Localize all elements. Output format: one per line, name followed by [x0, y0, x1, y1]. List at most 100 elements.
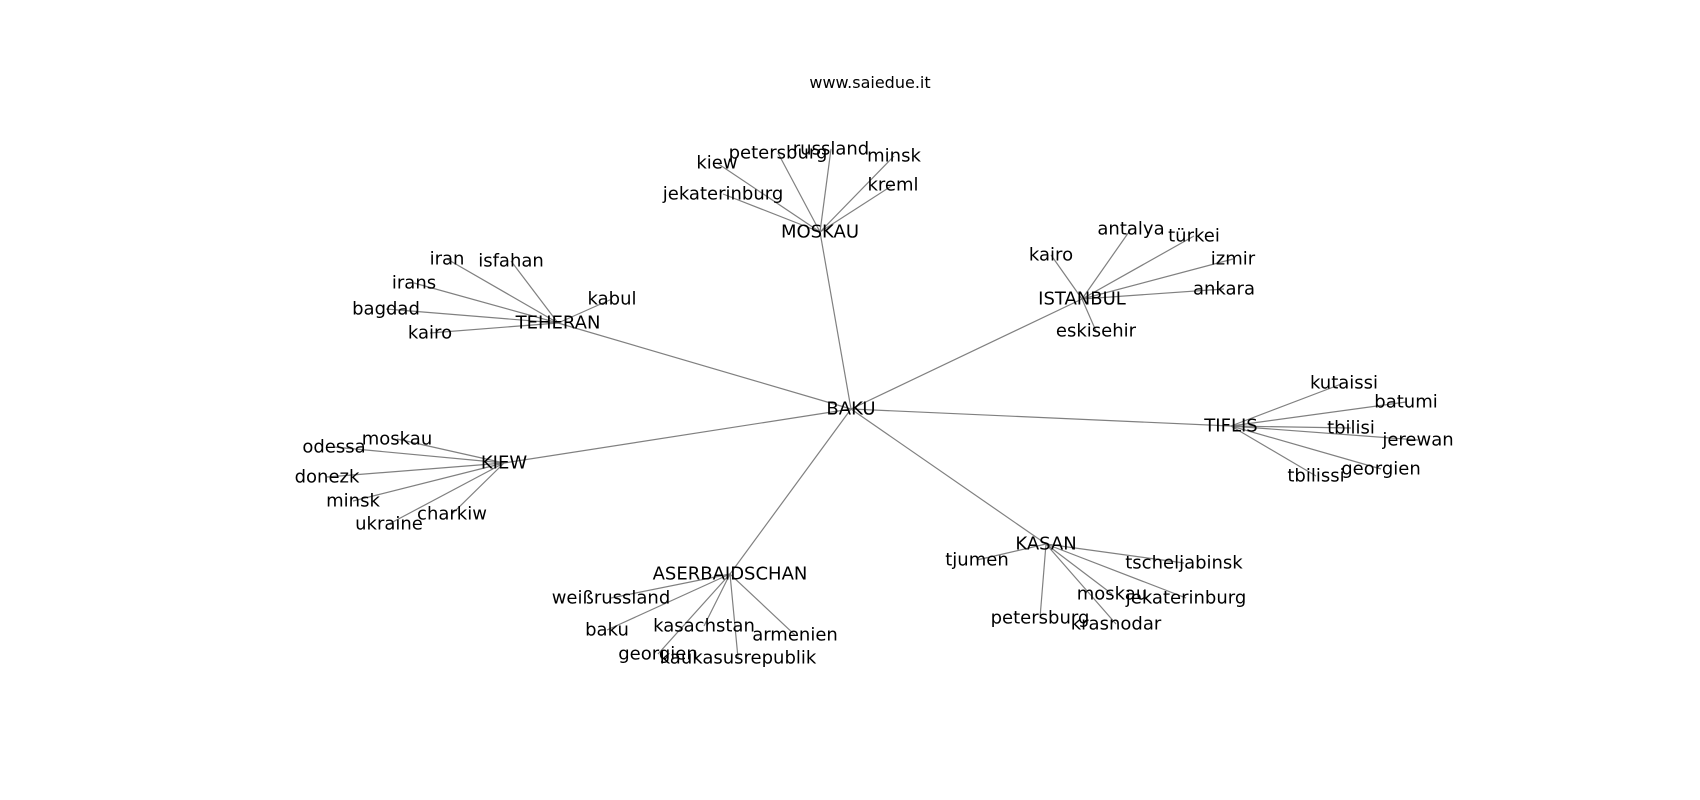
- site-watermark: www.saiedue.it: [809, 73, 930, 92]
- node-hub-moskau: MOSKAU: [781, 222, 859, 243]
- edge-teheran-kairo: [429, 322, 559, 334]
- edge-aserbaidschan-weissrussland: [610, 573, 731, 599]
- edge-moskau-petersburg: [777, 152, 821, 233]
- edge-layer: [326, 148, 1419, 659]
- edge-baku-tiflis: [850, 408, 1232, 427]
- node-leaf-moskau-russland: russland: [793, 139, 869, 160]
- node-hub-aserbaidschan: ASERBAIDSCHAN: [653, 564, 808, 585]
- edge-aserbaidschan-baku: [606, 573, 731, 631]
- edge-tiflis-jerewan: [1230, 425, 1419, 441]
- edge-aserbaidschan-kasachstan: [703, 573, 731, 627]
- node-root: BAKU: [826, 399, 875, 420]
- edge-moskau-kreml: [819, 184, 894, 233]
- edge-istanbul-ankara: [1081, 288, 1225, 300]
- node-leaf-tiflis-georgien: georgien: [1341, 459, 1421, 480]
- node-leaf-teheran-kabul: kabul: [588, 289, 637, 310]
- edge-kiew-donezk: [326, 462, 505, 478]
- node-leaf-kasan-moskau: moskau: [1077, 584, 1147, 605]
- node-leaf-moskau-minsk: minsk: [867, 146, 921, 167]
- node-leaf-kiew-donezk: donezk: [295, 467, 360, 488]
- node-leaf-teheran-irans: irans: [392, 273, 436, 294]
- node-leaf-kasan-tscheljabinsk: tscheljabinsk: [1125, 553, 1243, 574]
- edge-istanbul-izmir: [1081, 258, 1234, 300]
- node-leaf-tiflis-jerewan: jerewan: [1381, 430, 1453, 451]
- node-leaf-kiew-odessa: odessa: [302, 437, 365, 458]
- edge-baku-istanbul: [850, 298, 1083, 410]
- node-leaf-kasan-krasnodar: krasnodar: [1071, 614, 1162, 635]
- edge-moskau-russland: [819, 148, 832, 233]
- edge-baku-kasan: [850, 408, 1047, 545]
- node-leaf-kiew-minsk: minsk: [326, 491, 380, 512]
- node-leaf-aserbaidschan-georgien: georgien: [618, 644, 698, 665]
- node-leaf-istanbul-eskisehir: eskisehir: [1056, 321, 1137, 342]
- node-leaf-teheran-bagdad: bagdad: [352, 299, 420, 320]
- node-leaf-istanbul-izmir: izmir: [1211, 249, 1256, 270]
- node-layer: BAKUMOSKAUjekaterinburgkiewpetersburgrus…: [295, 139, 1454, 669]
- edge-kasan-krasnodar: [1045, 543, 1117, 625]
- edge-tiflis-georgien: [1230, 425, 1382, 470]
- edge-aserbaidschan-armenien: [729, 573, 796, 636]
- edge-kiew-ukraine: [388, 462, 505, 525]
- node-leaf-tiflis-kutaissi: kutaissi: [1310, 373, 1378, 394]
- node-leaf-istanbul-turkei: türkei: [1168, 226, 1220, 247]
- node-hub-kiew: KIEW: [481, 453, 527, 474]
- node-leaf-kasan-jekaterinburg: jekaterinburg: [1125, 588, 1247, 609]
- edge-kasan-petersburg: [1039, 543, 1047, 619]
- node-leaf-teheran-iran: iran: [430, 249, 465, 270]
- edge-kasan-tscheljabinsk: [1045, 543, 1185, 564]
- edge-kasan-moskau: [1045, 543, 1113, 595]
- edge-moskau-kiew: [716, 162, 821, 233]
- edge-aserbaidschan-georgien: [657, 573, 731, 655]
- node-leaf-aserbaidschan-armenien: armenien: [752, 625, 838, 646]
- edge-tiflis-tbilisi: [1230, 425, 1352, 429]
- node-leaf-kiew-moskau: moskau: [362, 429, 432, 450]
- edge-aserbaidschan-kaukasusrepublik: [729, 573, 739, 659]
- node-leaf-aserbaidschan-baku: baku: [585, 620, 629, 641]
- edge-istanbul-kairo: [1050, 254, 1083, 300]
- node-hub-istanbul: ISTANBUL: [1038, 289, 1126, 310]
- edge-istanbul-antalya: [1081, 228, 1132, 300]
- edge-teheran-kabul: [557, 298, 613, 324]
- edge-moskau-minsk: [819, 155, 895, 233]
- edge-tiflis-kutaissi: [1230, 382, 1345, 427]
- node-hub-kasan: KASAN: [1015, 534, 1076, 555]
- edge-kasan-tjumen: [976, 543, 1047, 561]
- edge-tiflis-tbilissi: [1230, 425, 1317, 477]
- node-leaf-tiflis-tbilissi: tbilissi: [1287, 466, 1344, 487]
- node-leaf-istanbul-antalya: antalya: [1097, 219, 1164, 240]
- edge-teheran-isfahan: [510, 260, 559, 324]
- node-leaf-kasan-tjumen: tjumen: [945, 550, 1008, 571]
- node-leaf-moskau-kreml: kreml: [867, 175, 918, 196]
- edge-tiflis-batumi: [1230, 401, 1407, 427]
- node-leaf-aserbaidschan-kaukasusrepublik: kaukasusrepublik: [660, 648, 817, 669]
- node-leaf-teheran-kairo: kairo: [408, 323, 452, 344]
- node-leaf-aserbaidschan-weissrussland: weißrussland: [552, 588, 671, 609]
- node-leaf-teheran-isfahan: isfahan: [478, 251, 544, 272]
- node-leaf-tiflis-tbilisi: tbilisi: [1327, 418, 1375, 439]
- edge-baku-aserbaidschan: [729, 408, 852, 575]
- edge-teheran-iran: [446, 258, 559, 324]
- edge-baku-moskau: [819, 231, 852, 410]
- edge-baku-kiew: [503, 408, 852, 464]
- node-leaf-kiew-ukraine: ukraine: [355, 514, 423, 535]
- edge-teheran-bagdad: [385, 308, 559, 324]
- edge-baku-teheran: [557, 322, 852, 410]
- edge-istanbul-turkei: [1081, 235, 1195, 300]
- edge-kiew-moskau: [396, 438, 505, 464]
- edge-istanbul-eskisehir: [1081, 298, 1097, 332]
- node-leaf-moskau-petersburg: petersburg: [729, 143, 828, 164]
- node-leaf-kiew-charkiw: charkiw: [417, 504, 487, 525]
- node-hub-teheran: TEHERAN: [515, 313, 601, 334]
- node-leaf-istanbul-ankara: ankara: [1193, 279, 1255, 300]
- edge-teheran-irans: [413, 282, 559, 324]
- edge-kiew-charkiw: [451, 462, 505, 515]
- node-leaf-moskau-jekaterinburg: jekaterinburg: [662, 184, 784, 205]
- node-leaf-aserbaidschan-kasachstan: kasachstan: [653, 616, 755, 637]
- node-leaf-kasan-petersburg: petersburg: [991, 608, 1090, 629]
- node-leaf-tiflis-batumi: batumi: [1374, 392, 1437, 413]
- edge-moskau-jekaterinburg: [722, 193, 821, 233]
- edge-kiew-odessa: [333, 446, 505, 464]
- edge-kasan-jekaterinburg: [1045, 543, 1187, 599]
- node-leaf-istanbul-kairo: kairo: [1029, 245, 1073, 266]
